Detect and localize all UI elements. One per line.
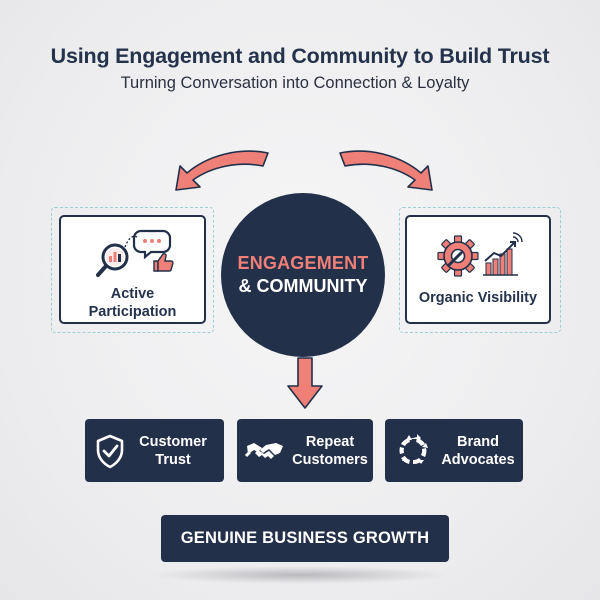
handshake-icon bbox=[245, 442, 283, 459]
curved-arrow-right bbox=[339, 150, 433, 191]
business-growth-banner: GENUINE BUSINESS GROWTH bbox=[161, 515, 449, 562]
right-dashed-frame bbox=[399, 207, 561, 333]
engagement-community-circle: ENGAGEMENT & COMMUNITY bbox=[221, 193, 385, 357]
outcome-customer-trust: Customer Trust bbox=[85, 419, 224, 482]
center-label-engagement: ENGAGEMENT bbox=[237, 253, 369, 273]
active-participation-label-2: Participation bbox=[88, 304, 177, 320]
organic-visibility-label: Organic Visibility bbox=[418, 290, 538, 306]
outcome-repeat-customers-line2: Customers bbox=[292, 451, 368, 468]
outcome-repeat-customers-line1: Repeat bbox=[305, 433, 355, 450]
outcome-customer-trust-line1: Customer bbox=[139, 433, 207, 450]
active-participation-card: Active Participation bbox=[59, 215, 206, 324]
gear-growth-chart-icon bbox=[437, 232, 523, 277]
cycle-arrows-icon bbox=[399, 433, 428, 464]
curved-arrow-left bbox=[175, 150, 269, 191]
outcome-brand-advocates-line2: Advocates bbox=[441, 451, 515, 468]
page-title: Using Engagement and Community to Build … bbox=[50, 44, 550, 68]
page-subtitle: Turning Conversation into Connection & L… bbox=[120, 74, 470, 92]
outcome-repeat-customers: Repeat Customers bbox=[237, 419, 373, 482]
organic-visibility-card: Organic Visibility bbox=[405, 215, 551, 324]
left-dashed-frame bbox=[51, 207, 214, 333]
outcome-brand-advocates-line1: Brand bbox=[457, 433, 499, 450]
outcome-brand-advocates: Brand Advocates bbox=[385, 419, 523, 482]
down-arrow bbox=[287, 357, 323, 409]
magnifier-chat-like-icon bbox=[95, 229, 174, 277]
outcome-customer-trust-line2: Trust bbox=[155, 451, 191, 468]
banner-shadow bbox=[150, 566, 450, 584]
active-participation-label-1: Active bbox=[110, 286, 155, 302]
center-label-community: & COMMUNITY bbox=[238, 276, 368, 296]
shield-check-icon bbox=[96, 434, 124, 468]
